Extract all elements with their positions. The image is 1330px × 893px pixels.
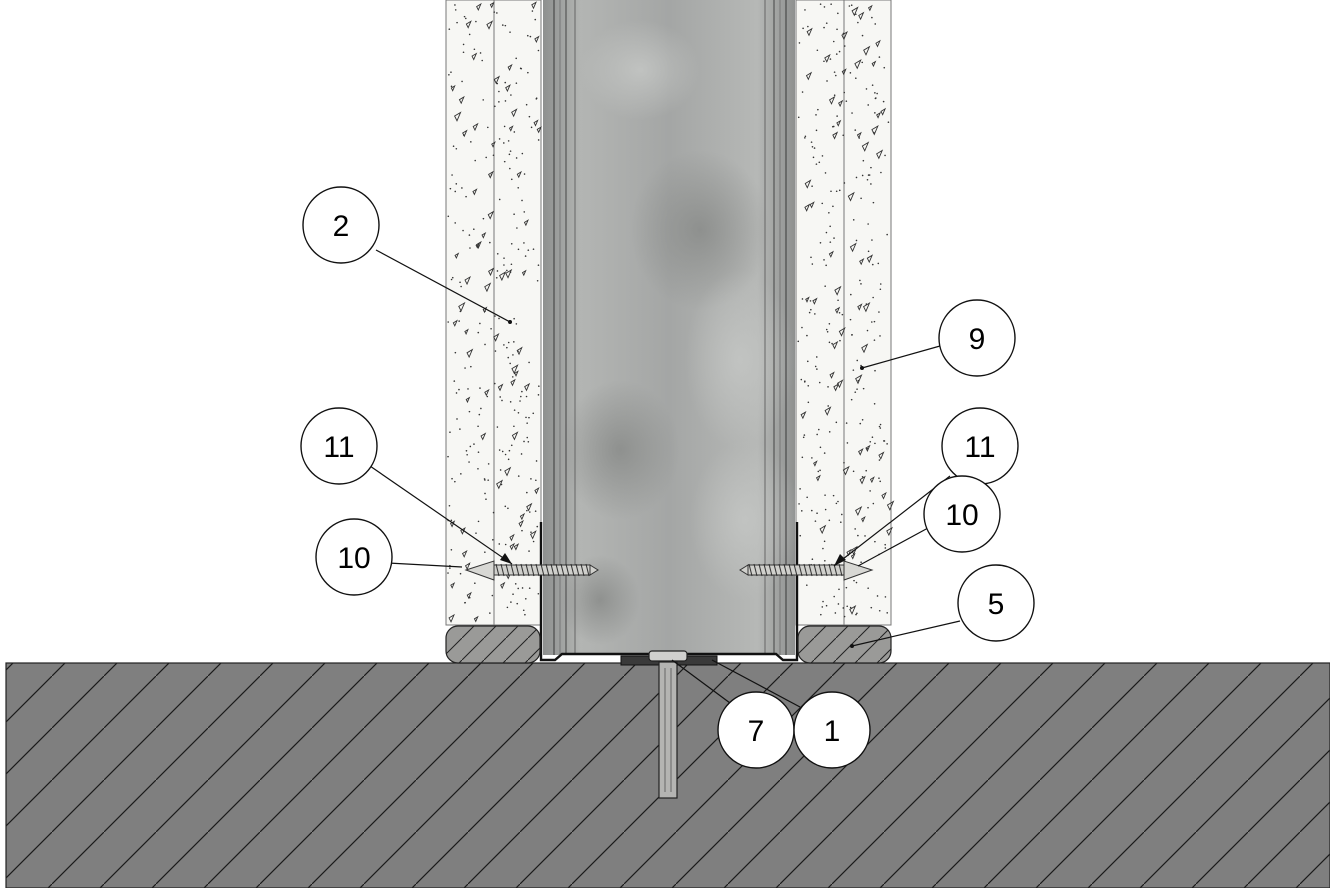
callout-label: 7 [748, 715, 765, 748]
callout-7: 7 [717, 691, 795, 769]
board-left [445, 0, 542, 626]
screw-right [739, 560, 874, 581]
callout-label: 2 [333, 210, 350, 243]
callout-label: 11 [323, 431, 354, 464]
callout-label: 10 [337, 542, 370, 575]
board-aggregate-texture [797, 3, 895, 618]
callout-10-left: 10 [315, 518, 393, 596]
sealant-strip-right [797, 625, 892, 664]
callout-label: 9 [969, 323, 986, 356]
leader-lines [369, 249, 961, 708]
callout-2: 2 [302, 186, 380, 264]
board-right [795, 0, 895, 626]
screw-left [464, 560, 599, 581]
callout-label: 10 [945, 499, 978, 532]
callout-5: 5 [957, 564, 1035, 642]
callout-10-right: 10 [923, 475, 1001, 553]
callout-label: 5 [988, 588, 1005, 621]
callout-11-right: 11 [941, 407, 1019, 485]
anchor-bolt [648, 650, 688, 799]
callout-1: 1 [793, 691, 871, 769]
callout-label: 11 [964, 431, 995, 464]
callout-11-left: 11 [300, 407, 378, 485]
steel-stud [543, 0, 800, 655]
callout-9: 9 [938, 299, 1016, 377]
leader-arrowheads [500, 320, 864, 648]
sealant-strip-left [445, 625, 541, 664]
callout-label: 1 [824, 715, 841, 748]
